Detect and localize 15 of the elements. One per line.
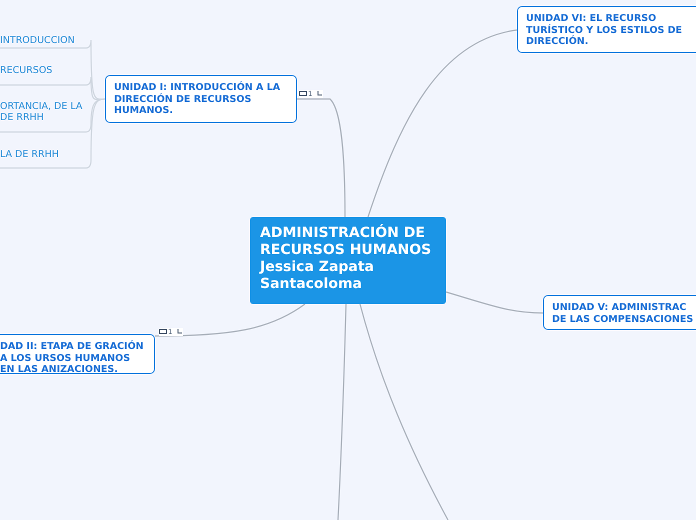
connector-line	[367, 29, 518, 218]
topic-box: ADMINISTRACIÓN DE RECURSOS HUMANOS Jessica Zapata Santacoloma	[250, 217, 446, 304]
leaf-topic: ORTANCIA, DE LA DE RRHH	[0, 92, 86, 132]
subtopic-box: UNIDAD I: INTRODUCCIÓN A LA DIRECCIÓN DE RECURSOS HUMANOS.	[105, 75, 297, 123]
leaf-topic: RECURSOS	[0, 56, 86, 85]
connector-line	[359, 304, 449, 520]
subtopic-box: DAD II: ETAPA DE GRACIÓN A LOS URSOS HUMANOS EN LAS ANIZACIONES.	[0, 334, 155, 374]
connector-line	[337, 304, 347, 520]
connector-line	[297, 98, 346, 217]
leaf-topic: INTRODUCCION	[0, 32, 86, 48]
connector-line	[155, 304, 306, 337]
leaf-topic: LA DE RRHH	[0, 141, 86, 168]
subtopic-box: UNIDAD V: ADMINISTRAC DE LAS COMPENSACIONES	[543, 295, 696, 330]
connector-line	[446, 291, 544, 314]
subtopic-box: UNIDAD VI: EL RECURSO TURÍSTICO Y LOS ESTILOS DE DIRECCIÓN.	[517, 6, 696, 53]
